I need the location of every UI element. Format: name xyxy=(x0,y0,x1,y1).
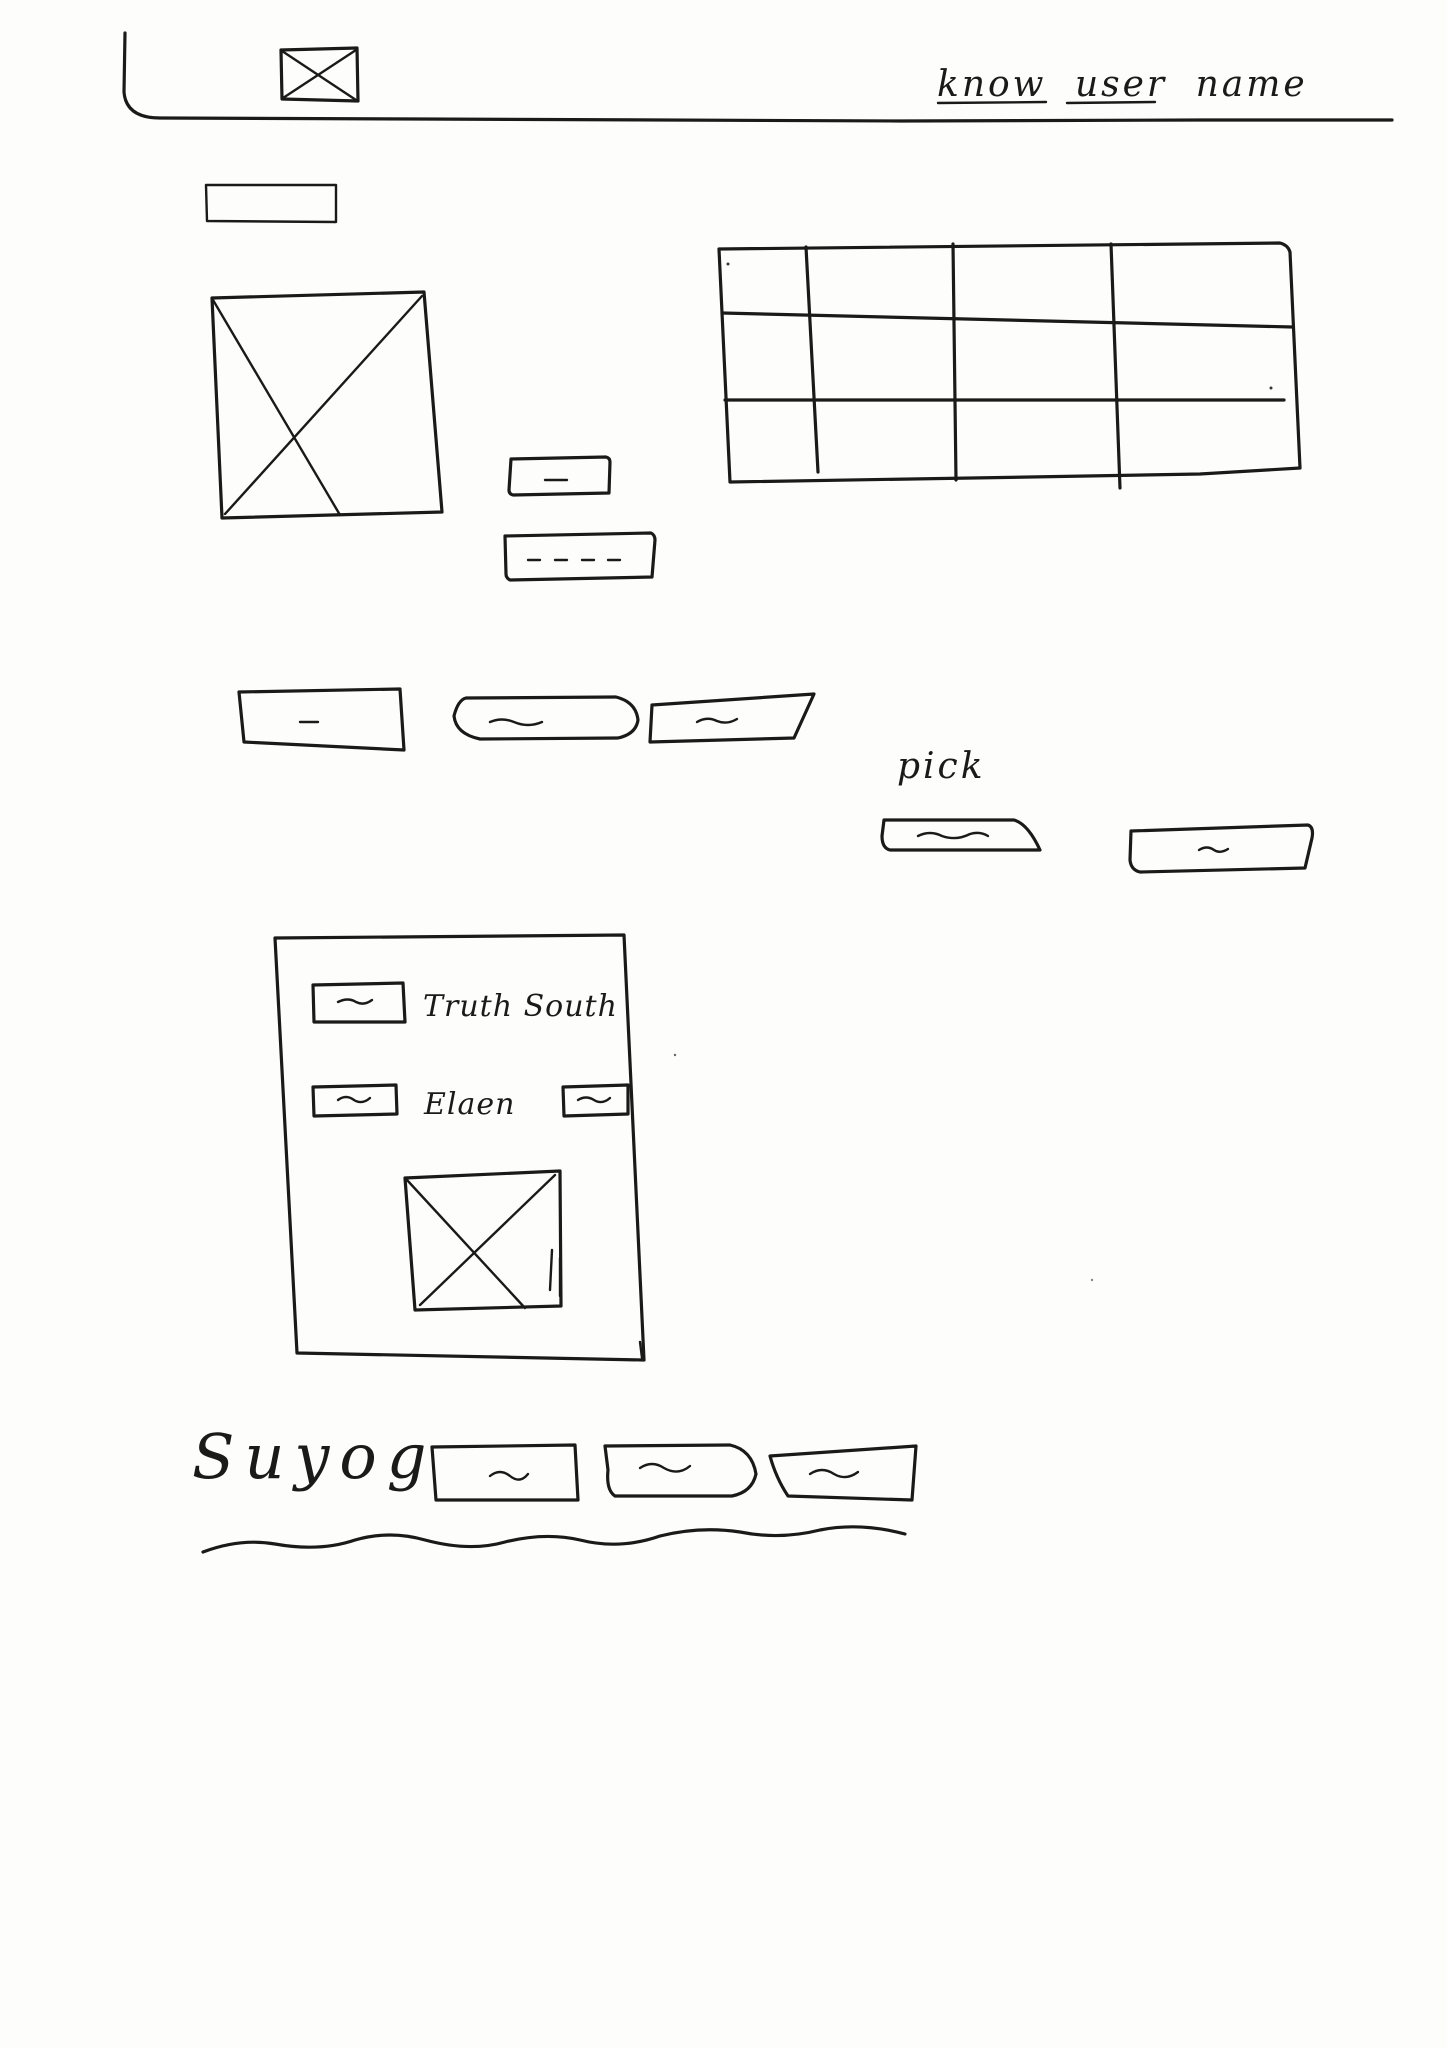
pick-option-2[interactable] xyxy=(1128,823,1315,874)
pick-option-1[interactable] xyxy=(880,818,1042,852)
product-image-placeholder xyxy=(210,290,444,520)
data-table-grid xyxy=(717,241,1302,490)
card-image-placeholder xyxy=(403,1169,563,1312)
username-word-2: user xyxy=(1075,64,1167,105)
footer-wavy-line xyxy=(201,1525,907,1554)
logo-placeholder-icon[interactable] xyxy=(279,46,360,103)
svg-text:know user name: know user name xyxy=(937,64,1308,105)
card-row2-field-left[interactable] xyxy=(311,1083,399,1118)
user-name-link[interactable]: know user name xyxy=(936,64,1308,105)
username-word-1: know xyxy=(937,64,1047,105)
footer-button-1[interactable] xyxy=(430,1443,580,1502)
detail-card xyxy=(273,933,646,1362)
card-row1-field[interactable] xyxy=(311,981,407,1024)
pick-label: pick xyxy=(897,746,986,787)
action-button-3[interactable] xyxy=(648,692,816,744)
paper-specks xyxy=(673,262,1273,1282)
footer-button-2[interactable] xyxy=(603,1443,758,1498)
footer-button-3[interactable] xyxy=(768,1444,918,1502)
small-title-bar xyxy=(204,183,338,224)
top-navbar xyxy=(122,31,1394,123)
small-button-2[interactable] xyxy=(503,531,657,582)
username-word-3: name xyxy=(1196,64,1308,105)
footer-brand: Suyog xyxy=(192,1420,436,1493)
card-row2-label: Elaen xyxy=(423,1087,515,1122)
small-button-1[interactable] xyxy=(507,455,612,497)
action-button-2[interactable] xyxy=(452,695,640,741)
card-row1-label: Truth South xyxy=(423,989,618,1024)
action-button-1[interactable] xyxy=(237,687,406,752)
card-row2-field-right[interactable] xyxy=(561,1083,630,1118)
